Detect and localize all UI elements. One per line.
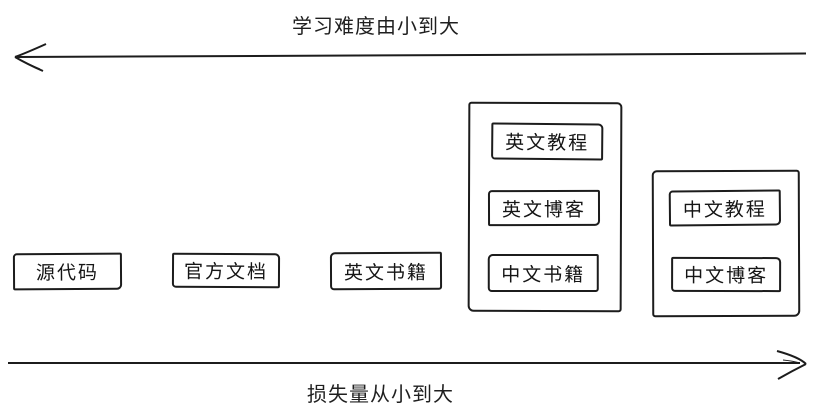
node-label: 英文教程 <box>505 131 590 155</box>
loss-axis-label: 损失量从小到大 <box>307 382 454 406</box>
node-english-tutorials: 英文教程 <box>491 122 604 161</box>
difficulty-axis-label: 学习难度由小到大 <box>292 14 460 38</box>
node-label: 中文书籍 <box>501 263 586 286</box>
loss-arrow-right-icon <box>8 350 807 380</box>
node-official-docs: 官方文档 <box>171 252 281 289</box>
node-label: 英文书籍 <box>343 261 429 284</box>
node-source-code: 源代码 <box>12 252 123 291</box>
node-chinese-blogs: 中文博客 <box>671 256 782 293</box>
group-box-right: 中文教程 中文博客 <box>651 169 801 318</box>
node-english-books: 英文书籍 <box>329 251 443 291</box>
node-label: 英文博客 <box>501 198 587 221</box>
node-english-blogs: 英文博客 <box>487 189 601 227</box>
node-chinese-tutorials: 中文教程 <box>668 189 782 227</box>
node-chinese-books: 中文书籍 <box>487 253 599 293</box>
difficulty-arrow-left-icon <box>14 43 807 72</box>
node-label: 源代码 <box>35 261 100 285</box>
node-label: 官方文档 <box>183 260 269 284</box>
group-box-left: 英文教程 英文博客 中文书籍 <box>467 101 623 313</box>
node-label: 中文博客 <box>684 264 769 288</box>
node-label: 中文教程 <box>682 198 767 221</box>
